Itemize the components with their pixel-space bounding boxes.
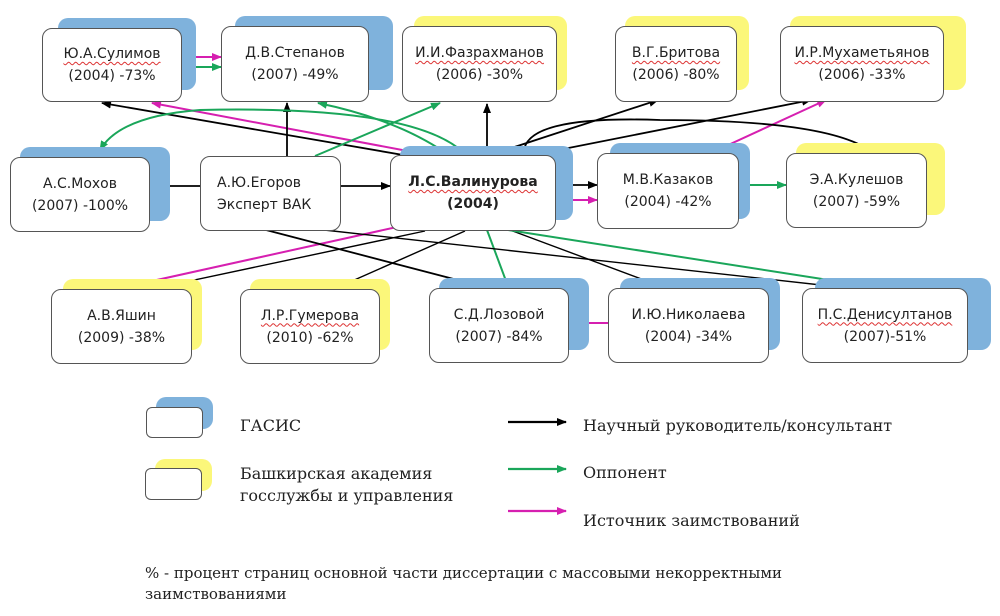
node-name: А.С.Мохов	[43, 175, 117, 192]
footnote-line1: % - процент страниц основной части диссе…	[145, 564, 782, 582]
node-name: Э.А.Кулешов	[809, 171, 904, 188]
node-box: В.Г.Бритова (2006) -80%	[615, 26, 737, 102]
node-info: (2004) -73%	[68, 68, 156, 84]
node-info: (2004) -42%	[624, 194, 712, 210]
node-info: (2007) -49%	[251, 67, 339, 83]
swatch-box	[146, 407, 203, 438]
footnote: % - процент страниц основной части диссе…	[145, 563, 925, 605]
node-name: В.Г.Бритова	[631, 45, 721, 61]
legend-bashkir-label: Башкирская академия госслужбы и управлен…	[240, 463, 453, 507]
legend-arrows	[508, 418, 567, 515]
node-box: С.Д.Лозовой (2007) -84%	[429, 288, 569, 363]
swatch-box	[145, 468, 202, 500]
node-name: Д.В.Степанов	[245, 45, 345, 61]
node-box: А.Ю.Егоров Эксперт ВАК	[200, 156, 341, 231]
footnote-line2: заимствованиями	[145, 585, 287, 603]
node-box: П.С.Денисултанов (2007)-51%	[802, 288, 968, 363]
edge-source-valinurova-to-yashin	[115, 226, 398, 291]
node-name: Ю.А.Сулимов	[63, 46, 161, 62]
node-name: П.С.Денисултанов	[817, 306, 953, 323]
node-info: (2006) -30%	[435, 67, 524, 83]
edge-advisor-valinurova-to-sulimov	[101, 100, 410, 157]
node-info: (2007) -84%	[455, 328, 543, 345]
node-box: Д.В.Степанов (2007) -49%	[221, 26, 369, 102]
node-info: (2006) -80%	[632, 67, 720, 83]
edge-opponent-egorov-to-fazrakhmanov	[314, 102, 441, 157]
node-name: Л.С.Валинурова	[408, 174, 538, 190]
edge-advisor-valinurova-to-mukhametyanov	[527, 97, 812, 157]
node-box: И.Р.Мухаметьянов (2006) -33%	[780, 26, 944, 102]
node-box: И.Ю.Николаева (2004) -34%	[608, 288, 769, 363]
node-box: А.С.Мохов (2007) -100%	[10, 157, 150, 232]
node-info: (2007) -100%	[31, 197, 129, 214]
edge-advisor-valinurova-to-kuleshov	[523, 118, 873, 156]
legend-bashkir-line1: Башкирская академия	[240, 464, 433, 483]
node-box: Ю.А.Сулимов (2004) -73%	[42, 28, 182, 102]
node-box: М.В.Казаков (2004) -42%	[597, 153, 739, 229]
node-name: М.В.Казаков	[622, 172, 714, 188]
node-name: А.Ю.Егоров	[217, 174, 302, 191]
legend-bashkir-line2: госслужбы и управления	[240, 486, 454, 505]
node-info: (2007) -59%	[812, 193, 901, 210]
node-box: И.И.Фазрахманов (2006) -30%	[402, 26, 557, 102]
node-info: (2007)-51%	[843, 328, 927, 345]
node-info: (2004) -34%	[644, 328, 733, 345]
legend-gasis-label: ГАСИС	[240, 416, 302, 435]
node-info: (2004)	[447, 196, 499, 212]
node-box: А.В.Яшин (2009) -38%	[51, 289, 192, 364]
node-info: Эксперт ВАК	[217, 196, 312, 213]
node-name: С.Д.Лозовой	[453, 306, 545, 323]
node-name: И.И.Фазрахманов	[415, 45, 544, 61]
legend-source-label: Источник заимствований	[583, 511, 800, 530]
edge-advisor-valinurova-to-yashin	[151, 230, 426, 292]
node-name: И.Р.Мухаметьянов	[794, 45, 930, 61]
node-name: И.Ю.Николаева	[631, 306, 746, 323]
node-box: Э.А.Кулешов (2007) -59%	[786, 153, 927, 228]
legend-advisor-label: Научный руководитель/консультант	[583, 416, 893, 435]
node-info: (2009) -38%	[77, 329, 166, 346]
edge-opponent-valinurova-to-mokhov	[99, 108, 468, 157]
node-box: Л.Р.Гумерова (2010) -62%	[240, 289, 380, 364]
edge-advisor-egorov-to-denisultanov	[314, 228, 849, 291]
node-name: А.В.Яшин	[87, 307, 156, 324]
node-box: Л.С.Валинурова (2004)	[390, 155, 556, 231]
node-info: (2006) -33%	[818, 67, 906, 83]
node-name: Л.Р.Гумерова	[260, 307, 360, 324]
node-info: (2010) -62%	[266, 329, 354, 346]
edge-source-valinurova-to-sulimov	[151, 100, 430, 156]
legend-opponent-label: Оппонент	[583, 463, 667, 482]
